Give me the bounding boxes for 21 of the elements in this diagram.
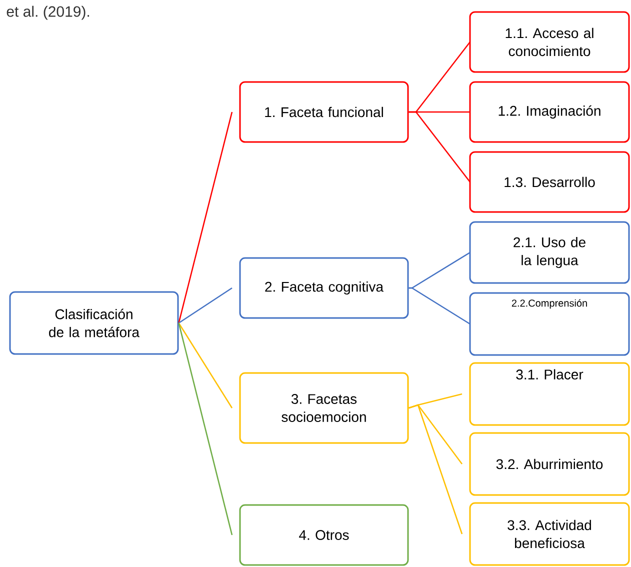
connector-line	[178, 287, 232, 324]
subcategory-box: 1.3. Desarrollo	[469, 151, 630, 213]
connector-line	[178, 112, 233, 324]
connector-line	[178, 322, 233, 536]
connector-line	[178, 322, 233, 408]
citation-text: et al. (2019).	[6, 6, 90, 20]
subcategory-box: 1.2. Imaginación	[469, 81, 630, 143]
root-box: Clasificación de la metáfora	[9, 291, 179, 355]
connector-line	[408, 404, 463, 534]
subcategory-box: 2.1. Uso de la lengua	[469, 221, 630, 284]
category-box: 3. Facetas socioemocion	[239, 372, 409, 444]
category-box: 2. Faceta cognitiva	[239, 257, 409, 319]
subcategory-box: 1.1. Acceso al conocimiento	[469, 11, 630, 73]
subcategory-box: 3.2. Aburrimiento	[469, 432, 630, 496]
category-box: 1. Faceta funcional	[239, 81, 409, 143]
subcategory-box: 2.2.Comprensión	[469, 292, 630, 356]
subcategory-box: 3.1. Placer	[469, 362, 630, 426]
connector-line	[408, 111, 471, 182]
category-box: 4. Otros	[239, 504, 409, 566]
connector-line	[408, 287, 470, 325]
subcategory-box: 3.3. Actividad beneficiosa	[469, 502, 630, 566]
